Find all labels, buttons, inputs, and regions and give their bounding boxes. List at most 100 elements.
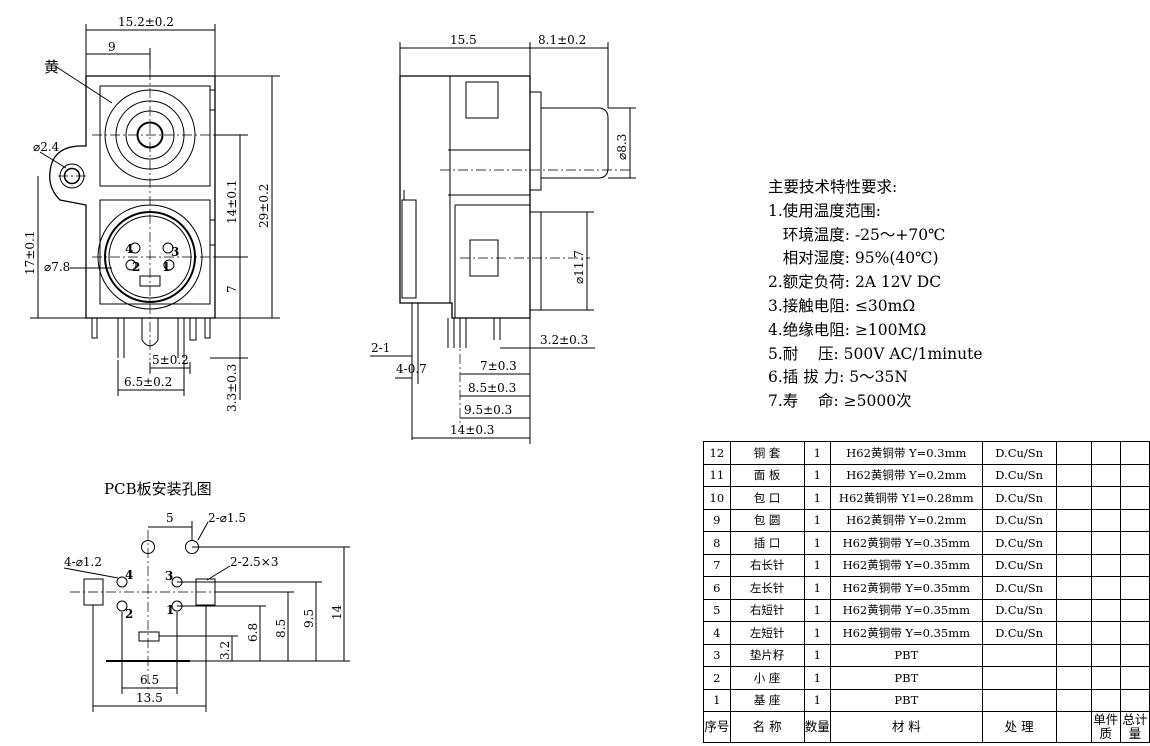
bom-cell-name: 小 座	[729, 666, 805, 690]
requirements-notes: 主要技术特性要求: 1.使用温度范围: 环境温度: -25～+70℃ 相对湿度:…	[768, 176, 983, 414]
rca-face	[99, 85, 211, 187]
pcb-key-slot	[138, 631, 160, 642]
pcb-dim-holes-b: 4-⌀1.2	[64, 555, 102, 569]
bom-cell-no: 8	[703, 531, 731, 555]
bom-cell-blank	[1090, 463, 1121, 487]
dim-d4: 8.5±0.3	[468, 381, 516, 395]
bom-cell-blank	[1055, 688, 1092, 712]
bom-header-blank	[1055, 711, 1092, 743]
bom-cell-finish: D.Cu/Sn	[981, 576, 1057, 600]
pcb-pin-4: 4	[125, 568, 133, 582]
bom-cell-material: H62黄铜带 Y1=0.28mm	[829, 486, 983, 510]
pcb-hole-4	[116, 576, 128, 588]
bom-cell-no: 3	[703, 643, 731, 667]
bom-cell-name: 铜 套	[729, 441, 805, 465]
bom-cell-blank	[1055, 576, 1092, 600]
bom-cell-blank	[1055, 531, 1092, 555]
bom-cell-qty: 1	[803, 621, 831, 645]
pin-no-3: 3	[171, 245, 179, 259]
pcb-layout: PCB板安装孔图 5 2-⌀1.5 4-⌀1.2 2-2.5×3	[63, 480, 350, 712]
bom-cell-material: H62黄铜带 Y=0.35mm	[829, 576, 983, 600]
bom-header-qty: 数量	[803, 711, 831, 743]
bom-cell-finish: D.Cu/Sn	[981, 463, 1057, 487]
bom-cell-finish: D.Cu/Sn	[981, 621, 1057, 645]
requirement-line: 2.额定负荷: 2A 12V DC	[768, 273, 942, 292]
bom-cell-finish: D.Cu/Sn	[981, 508, 1057, 532]
bom-cell-blank	[1090, 688, 1121, 712]
pcb-dim-slots: 2-2.5×3	[230, 555, 278, 569]
bom-cell-material: H62黄铜带 Y=0.35mm	[829, 531, 983, 555]
dim-din-dia-side: ⌀11.7	[572, 250, 586, 284]
pcb-dim-v4: 9.5	[302, 609, 316, 628]
din-pin-3	[162, 242, 174, 254]
bom-cell-finish: D.Cu/Sn	[981, 486, 1057, 510]
dim-d7: 3.2±0.3	[540, 333, 588, 347]
bom-cell-blank	[1119, 531, 1150, 555]
bom-cell-name: 包 圆	[729, 508, 805, 532]
requirement-line: 1.使用温度范围:	[768, 201, 882, 220]
bom-cell-blank	[1119, 441, 1150, 465]
dim-rca-dia: ⌀8.3	[615, 134, 629, 160]
bom-cell-material: H62黄铜带 Y=0.3mm	[829, 441, 983, 465]
bom-cell-no: 9	[703, 508, 731, 532]
pcb-pin-3: 3	[165, 569, 173, 583]
side-view: 15.5 8.1±0.2 ⌀8.3 ⌀11.7 2-1 4-0.7 7±0.3 …	[370, 33, 636, 444]
dim-lower: 7	[225, 285, 239, 293]
bom-cell-blank	[1119, 463, 1150, 487]
bom-cell-blank	[1119, 598, 1150, 622]
dim-d6: 14±0.3	[450, 423, 494, 437]
bom-cell-material: PBT	[829, 688, 983, 712]
bom-cell-no: 12	[703, 441, 731, 465]
bom-cell-material: PBT	[829, 666, 983, 690]
pin-no-2: 2	[132, 260, 140, 274]
bom-cell-blank	[1119, 688, 1150, 712]
bom-cell-blank	[1090, 598, 1121, 622]
bom-cell-no: 1	[703, 688, 731, 712]
bom-cell-name: 右短针	[729, 598, 805, 622]
bom-cell-finish	[981, 666, 1057, 690]
pcb-pin-1: 1	[166, 603, 174, 617]
din-pin-4	[129, 242, 141, 254]
bom-cell-blank	[1055, 621, 1092, 645]
requirement-line: 7.寿 命: ≥5000次	[768, 392, 912, 411]
bom-header-no: 序号	[703, 711, 731, 743]
bom-cell-finish: D.Cu/Sn	[981, 598, 1057, 622]
bom-cell-blank	[1090, 508, 1121, 532]
pcb-dim-holes-a: 2-⌀1.5	[208, 511, 246, 525]
bom-cell-blank	[1090, 441, 1121, 465]
bom-cell-blank	[1090, 486, 1121, 510]
bom-cell-material: PBT	[829, 643, 983, 667]
bom-cell-finish: D.Cu/Sn	[981, 553, 1057, 577]
bom-cell-qty: 1	[803, 666, 831, 690]
bom-cell-blank	[1119, 508, 1150, 532]
bom-cell-qty: 1	[803, 598, 831, 622]
bom-cell-name: 垫片籽	[729, 643, 805, 667]
bom-cell-material: H62黄铜带 Y=0.2mm	[829, 508, 983, 532]
dim-height-total: 29±0.2	[257, 184, 271, 228]
bom-cell-qty: 1	[803, 531, 831, 555]
din-pin-1	[163, 259, 175, 271]
bom-cell-material: H62黄铜带 Y=0.35mm	[829, 598, 983, 622]
bom-cell-no: 7	[703, 553, 731, 577]
bom-cell-blank	[1119, 486, 1150, 510]
bom-cell-qty: 1	[803, 688, 831, 712]
bom-cell-finish	[981, 643, 1057, 667]
bom-cell-name: 面 板	[729, 463, 805, 487]
requirement-line: 4.绝缘电阻: ≥100MΩ	[768, 320, 927, 339]
bom-cell-blank	[1055, 643, 1092, 667]
bom-header-row: 序号名 称数量材 料处 理单件质总计量	[703, 711, 1150, 743]
bom-cell-blank	[1119, 643, 1150, 667]
bom-cell-name: 左短针	[729, 621, 805, 645]
bom-cell-material: H62黄铜带 Y=0.2mm	[829, 463, 983, 487]
bom-header-total_mass: 总计量	[1119, 711, 1150, 743]
requirement-line: 相对湿度: 95%(40℃)	[768, 249, 939, 268]
dim-hole: ⌀2.4	[33, 140, 60, 154]
